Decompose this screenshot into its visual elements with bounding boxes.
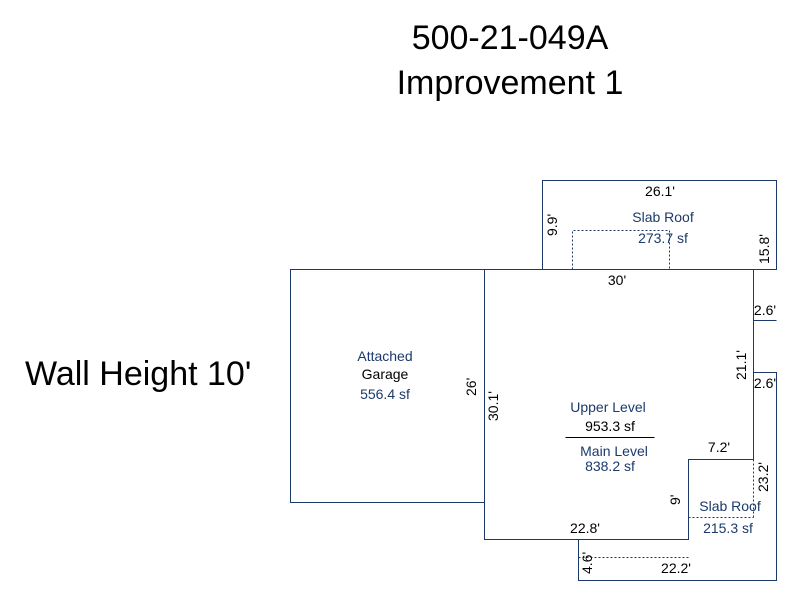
slab-roof-top-label: Slab Roof	[632, 209, 694, 225]
upper-level-label: Upper Level	[570, 399, 646, 415]
slab-roof-bottom-label: Slab Roof	[699, 498, 761, 514]
upper-level-area: 953.3 sf	[585, 418, 635, 434]
dim-26-1: 26.1'	[645, 183, 675, 199]
dim-4-6: 4.6'	[579, 552, 595, 574]
dim-22-8: 22.8'	[570, 520, 600, 536]
dim-9-9: 9.9'	[544, 214, 560, 236]
dim-2-6-a: 2.6'	[754, 302, 776, 318]
dim-26: 26'	[463, 378, 479, 396]
garage-label-line2: Garage	[362, 366, 409, 382]
slab-roof-top-area: 273.7 sf	[638, 230, 688, 246]
parcel-id-title: 500-21-049A	[411, 19, 609, 57]
dim-30: 30'	[608, 272, 626, 288]
main-level-area: 838.2 sf	[585, 458, 635, 474]
dim-15-8: 15.8'	[756, 234, 772, 264]
improvement-title: Improvement 1	[396, 64, 624, 102]
dim-21-1: 21.1'	[733, 350, 749, 380]
wall-height-label: Wall Height 10'	[25, 355, 252, 393]
dim-23-2: 23.2'	[755, 462, 771, 492]
slab-roof-bottom-outline	[578, 372, 777, 581]
dim-7-2: 7.2'	[708, 439, 730, 455]
main-level-label: Main Level	[580, 443, 648, 459]
dim-22-2: 22.2'	[661, 560, 691, 576]
garage-area: 556.4 sf	[360, 386, 410, 402]
dim-30-1: 30.1'	[485, 391, 501, 421]
slab-roof-bottom-area: 215.3 sf	[703, 520, 753, 536]
garage-label-line1: Attached	[357, 348, 412, 364]
dim-2-6-b: 2.6'	[754, 375, 776, 391]
dim-9: 9'	[667, 495, 683, 505]
